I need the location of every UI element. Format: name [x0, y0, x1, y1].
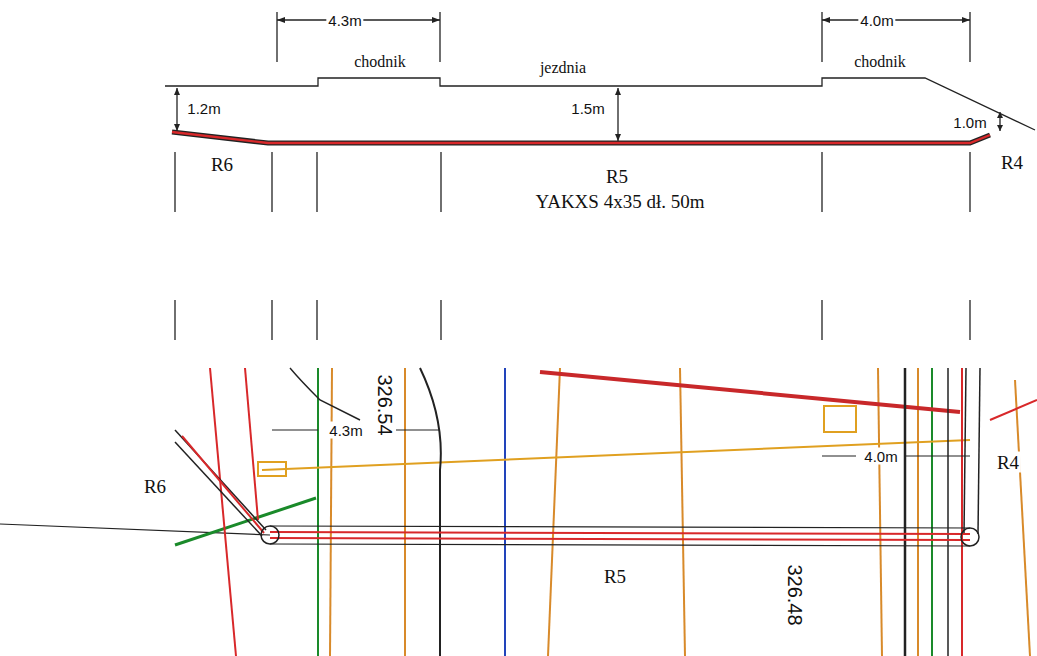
dimension-text: 4.3m	[327, 422, 364, 439]
depth-text: 1.5m	[571, 101, 604, 116]
well-label: R6	[142, 476, 168, 497]
depth-text: 1.0m	[953, 115, 986, 130]
section-label: R5	[602, 566, 628, 587]
section-label: R5	[606, 167, 628, 186]
well-label: R4	[1001, 153, 1023, 172]
elevation-text: 326.54	[374, 372, 396, 437]
sidewalk-label: chodnik	[854, 54, 906, 70]
depth-text: 1.2m	[187, 101, 220, 116]
dimension-text: 4.0m	[862, 448, 899, 465]
dimension-text: 4.0m	[858, 12, 895, 29]
dimension-text: 4.3m	[326, 12, 363, 29]
cable-spec: YAKXS 4x35 dł. 50m	[536, 192, 705, 211]
elevation-text: 326.48	[784, 562, 806, 627]
sidewalk-label: chodnik	[354, 54, 406, 70]
well-label: R6	[211, 155, 233, 174]
well-label: R4	[995, 452, 1021, 473]
road-label: jezdnia	[540, 60, 586, 76]
